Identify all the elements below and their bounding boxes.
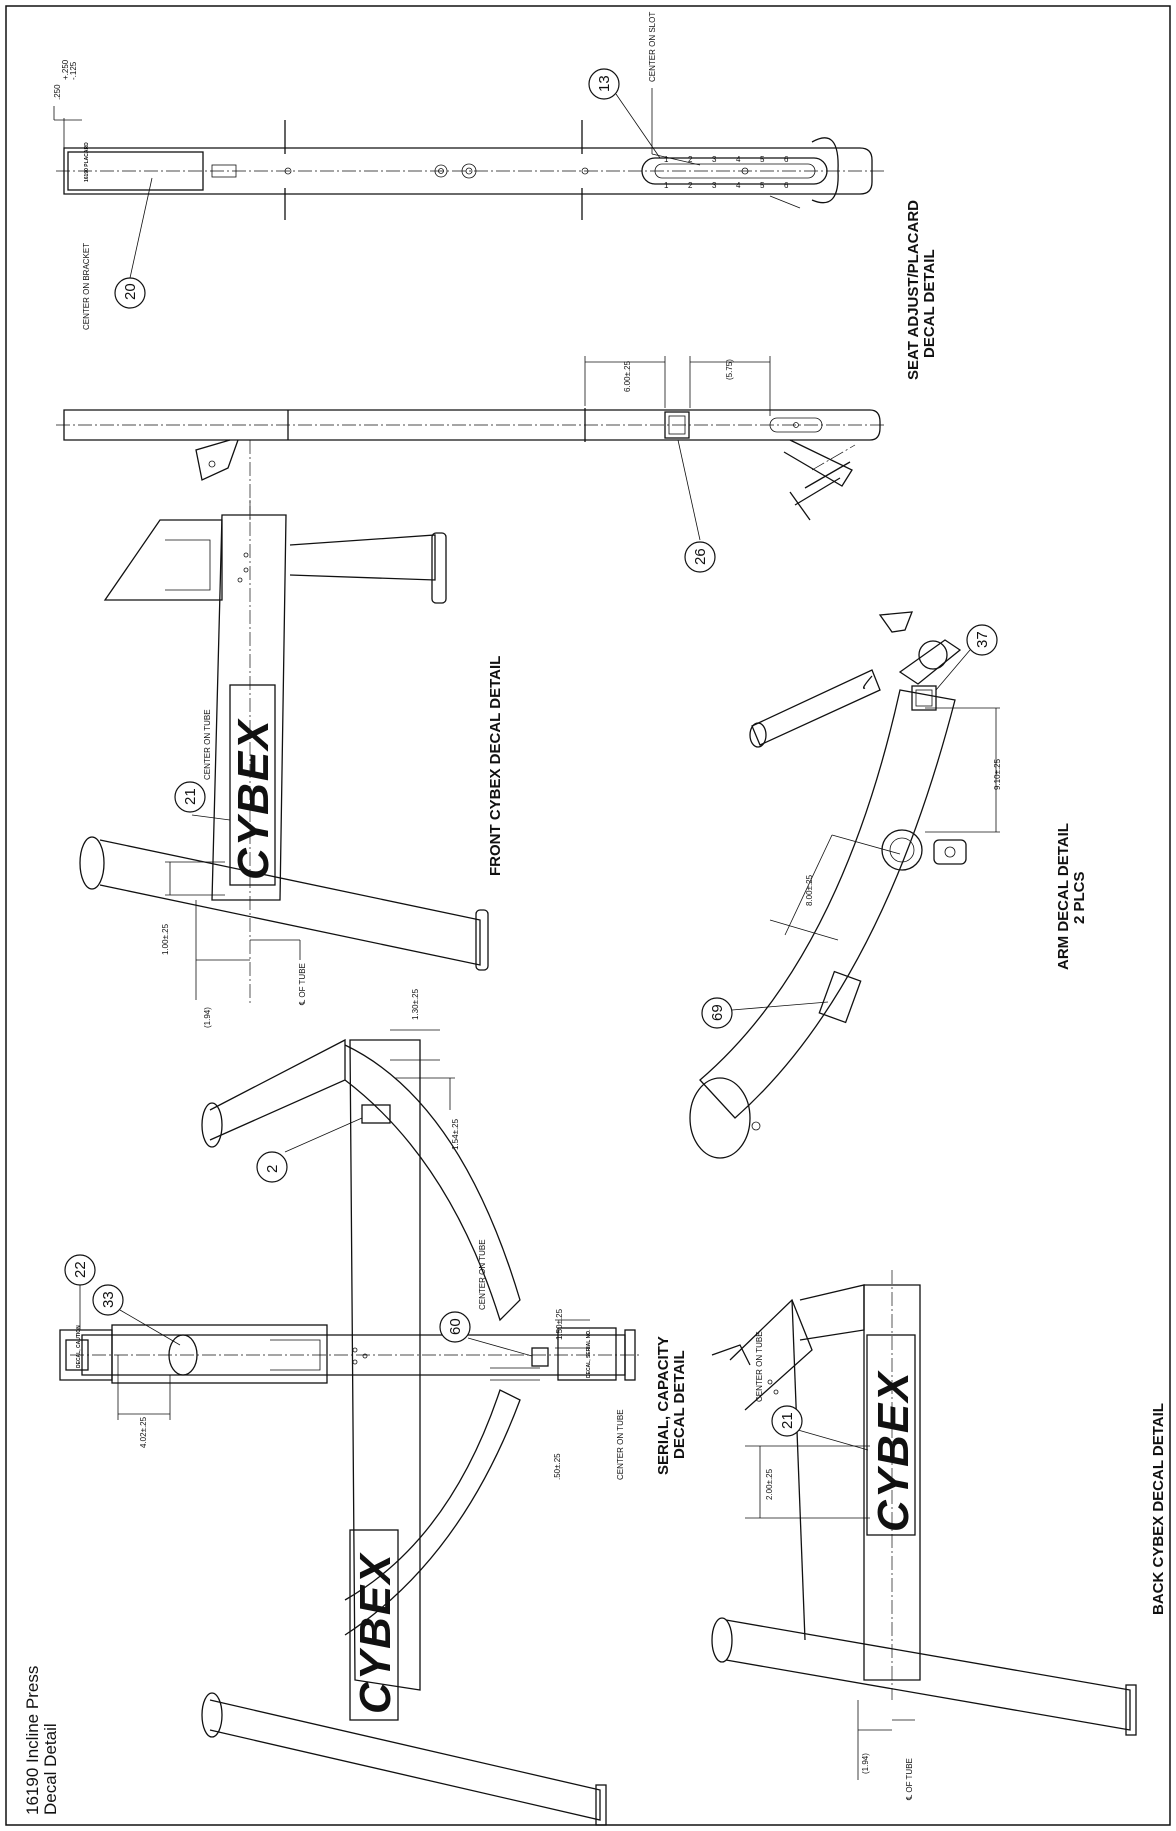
- svg-text:3: 3: [712, 181, 717, 190]
- front-cybex-view: CYBEX 1.00±.25 (1.94) ℄ OF TUBE CENTER O…: [79, 500, 504, 1028]
- balloon-20: [114, 277, 146, 309]
- dim-seat-6: 6.00±.25: [623, 360, 632, 392]
- serial-view-cybex-logo: CYBEX: [351, 1552, 400, 1714]
- svg-text:5: 5: [760, 181, 765, 190]
- svg-text:5: 5: [760, 155, 765, 164]
- arm-decal-title-line2: 2 PLCS: [1071, 871, 1088, 924]
- seat-adjust-title-line2: DECAL DETAIL: [921, 249, 938, 358]
- note-front-cl-of-tube: ℄ OF TUBE: [298, 963, 307, 1006]
- balloon-2-label: 2: [264, 1165, 281, 1173]
- svg-text:3: 3: [712, 155, 717, 164]
- balloon-22: [64, 1254, 96, 1286]
- serial-decal-text: DECAL, SERIAL NO.: [586, 1329, 592, 1378]
- dim-top-tol: .250: [53, 84, 62, 100]
- dim-arm-800: 8.00±.25: [805, 874, 814, 906]
- sheet-border: [5, 5, 1171, 1826]
- balloon-37-label: 37: [974, 631, 991, 648]
- dim-seat-575: (5.75): [725, 359, 734, 380]
- note-front-center-on-tube: CENTER ON TUBE: [203, 709, 212, 780]
- note-serial-center-on-tube-bottom: CENTER ON TUBE: [616, 1409, 625, 1480]
- drawing-title: 16190 Incline Press Decal Detail: [23, 1666, 60, 1815]
- note-back-cl-of-tube: ℄ OF TUBE: [905, 1758, 914, 1801]
- arm-decal-view: 9.10±.25 8.00±.25 37 69 ARM DECAL DETAIL…: [689, 611, 1088, 1159]
- balloon-26-label: 26: [692, 548, 709, 565]
- front-cybex-title: FRONT CYBEX DECAL DETAIL: [487, 656, 504, 876]
- dim-front-194: (1.94): [203, 1007, 212, 1028]
- dim-top-tol-upper: +.250: [61, 59, 70, 80]
- dim-top-tol-lower: -.125: [69, 61, 78, 80]
- note-center-on-slot: CENTER ON SLOT: [648, 12, 657, 82]
- svg-text:6: 6: [784, 181, 789, 190]
- balloon-21-front-label: 21: [182, 788, 199, 805]
- dim-back-200: 2.00±.25: [765, 1468, 774, 1500]
- balloon-20-label: 20: [122, 283, 139, 300]
- balloon-69: [701, 997, 733, 1029]
- svg-text:4: 4: [736, 181, 741, 190]
- balloon-21-back-label: 21: [779, 1412, 796, 1429]
- balloon-21-front: [174, 781, 206, 813]
- seat-adjust-title-line1: SEAT ADJUST/PLACARD: [905, 200, 922, 380]
- drawing-title-line2: Decal Detail: [41, 1723, 60, 1815]
- balloon-26: [684, 541, 716, 573]
- balloon-37: [966, 624, 998, 656]
- back-cybex-view: CYBEX 2.00±.25 (1.94) ℄ OF TUBE CENTER O…: [711, 1270, 1167, 1801]
- back-cybex-logo: CYBEX: [869, 1370, 918, 1532]
- placard-decal-text: 16190 PLACARD: [84, 142, 90, 182]
- seat-adjust-view: 16190 PLACARD 1 2 3 4 5 6 1 2 3 4 5 6 .250 +.250…: [53, 12, 938, 380]
- balloon-22-label: 22: [72, 1261, 89, 1278]
- balloon-33: [92, 1284, 124, 1316]
- note-center-on-bracket: CENTER ON BRACKET: [82, 243, 91, 330]
- balloon-21-back: [771, 1405, 803, 1437]
- dim-back-194: (1.94): [861, 1753, 870, 1774]
- balloon-33-label: 33: [100, 1291, 117, 1308]
- balloon-2: [256, 1151, 288, 1183]
- balloon-13-label: 13: [596, 75, 613, 92]
- arm-decal-title-line1: ARM DECAL DETAIL: [1055, 823, 1072, 970]
- serial-capacity-title-line2: DECAL DETAIL: [671, 1350, 688, 1459]
- front-cybex-logo: CYBEX: [229, 718, 278, 880]
- svg-text:1: 1: [664, 155, 669, 164]
- note-back-center-on-tube: CENTER ON TUBE: [755, 1331, 764, 1402]
- seat-side-view: 6.00±.25 (5.75) 26: [56, 356, 886, 573]
- serial-capacity-view: DECAL, CAUTION DECAL, SERIAL NO. CYBEX 1…: [59, 988, 688, 1826]
- balloon-69-label: 69: [709, 1004, 726, 1021]
- dim-serial-130: 1.30±.25: [411, 988, 420, 1020]
- dim-serial-402: 4.02±.25: [139, 1416, 148, 1448]
- svg-text:4: 4: [736, 155, 741, 164]
- svg-text:6: 6: [784, 155, 789, 164]
- dim-serial-150: 1.50±.25: [555, 1308, 564, 1340]
- balloon-13: [588, 68, 620, 100]
- dim-arm-910: 9.10±.25: [993, 758, 1002, 790]
- serial-caution-decal: DECAL, CAUTION: [76, 1325, 82, 1368]
- dim-serial-50: .50±.25: [553, 1453, 562, 1480]
- note-serial-center-on-tube-top: CENTER ON TUBE: [478, 1239, 487, 1310]
- dim-front-100: 1.00±.25: [161, 923, 170, 955]
- dim-serial-154: 1.54±.25: [451, 1118, 460, 1150]
- svg-text:2: 2: [688, 181, 693, 190]
- svg-text:1: 1: [664, 181, 669, 190]
- balloon-60: [439, 1311, 471, 1343]
- balloon-60-label: 60: [447, 1318, 464, 1335]
- svg-text:2: 2: [688, 155, 693, 164]
- serial-capacity-title-line1: SERIAL, CAPACITY: [655, 1336, 672, 1475]
- back-cybex-title: BACK CYBEX DECAL DETAIL: [1150, 1403, 1167, 1615]
- drawing-title-line1: 16190 Incline Press: [23, 1666, 42, 1815]
